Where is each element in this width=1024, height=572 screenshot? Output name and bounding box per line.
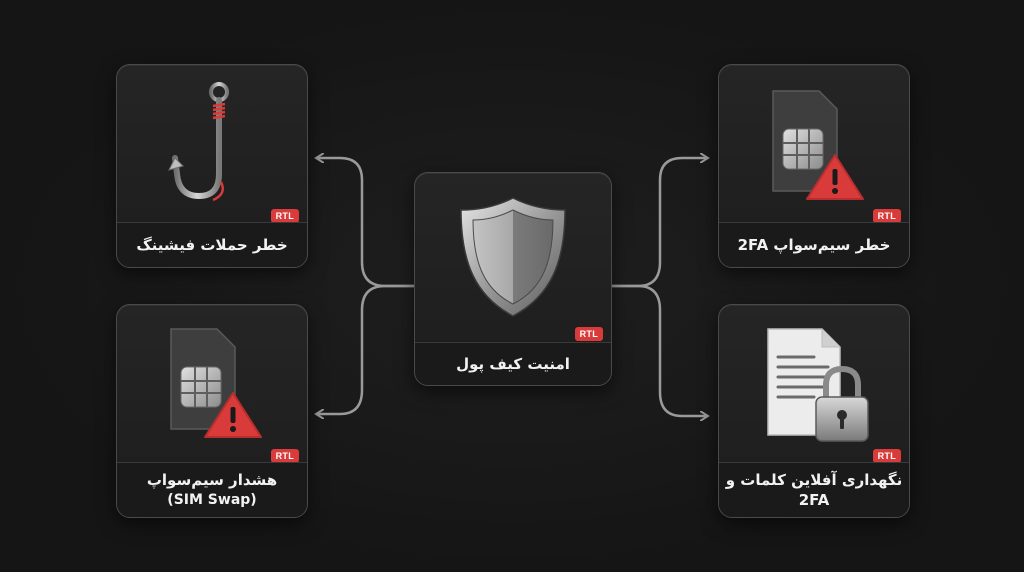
node-simswap-2fa-label-bar: خطر سیم‌سواپ 2FA [719, 222, 909, 267]
node-phishing-label-bar: خطر حملات فیشینگ [117, 222, 307, 267]
node-simswap-warning-sublabel: (SIM Swap) [167, 491, 257, 508]
node-offline-storage-label: نگهداری آفلاین کلمات و 2FA [725, 470, 903, 509]
rtl-badge: RTL [270, 209, 299, 223]
node-simswap-warning-label-bar: هشدار سیم‌سواپ (SIM Swap) [117, 462, 307, 517]
node-simswap-2fa-risk: RTL خطر سیم‌سواپ 2FA [718, 64, 910, 268]
node-phishing-risk: RTL خطر حملات فیشینگ [116, 64, 308, 268]
rtl-badge: RTL [872, 209, 901, 223]
center-node-label-bar: امنیت کیف پول [415, 342, 611, 385]
shield-icon [460, 197, 566, 317]
connector-to-simswap-2fa [610, 158, 706, 288]
document-lock-icon [767, 328, 869, 442]
node-offline-storage: RTL نگهداری آفلاین کلمات و 2FA [718, 304, 910, 518]
connector-to-phishing [318, 158, 414, 288]
center-node-label: امنیت کیف پول [456, 354, 570, 373]
connector-to-simswap-warning [318, 284, 414, 414]
node-simswap-2fa-label: خطر سیم‌سواپ 2FA [737, 235, 891, 254]
sim-card-warning-icon [170, 328, 262, 438]
node-simswap-warning-label: هشدار سیم‌سواپ [146, 471, 278, 490]
node-simswap-warning: RTL هشدار سیم‌سواپ (SIM Swap) [116, 304, 308, 518]
node-phishing-label: خطر حملات فیشینگ [136, 235, 288, 254]
rtl-badge: RTL [574, 327, 603, 341]
node-offline-storage-label-bar: نگهداری آفلاین کلمات و 2FA [719, 462, 909, 517]
fishing-hook-icon [168, 82, 229, 202]
sim-card-warning-icon [772, 90, 864, 200]
rtl-badge: RTL [872, 449, 901, 463]
rtl-badge: RTL [270, 449, 299, 463]
connector-to-offline-storage [610, 284, 706, 416]
center-node-wallet-security: RTL امنیت کیف پول [414, 172, 612, 386]
